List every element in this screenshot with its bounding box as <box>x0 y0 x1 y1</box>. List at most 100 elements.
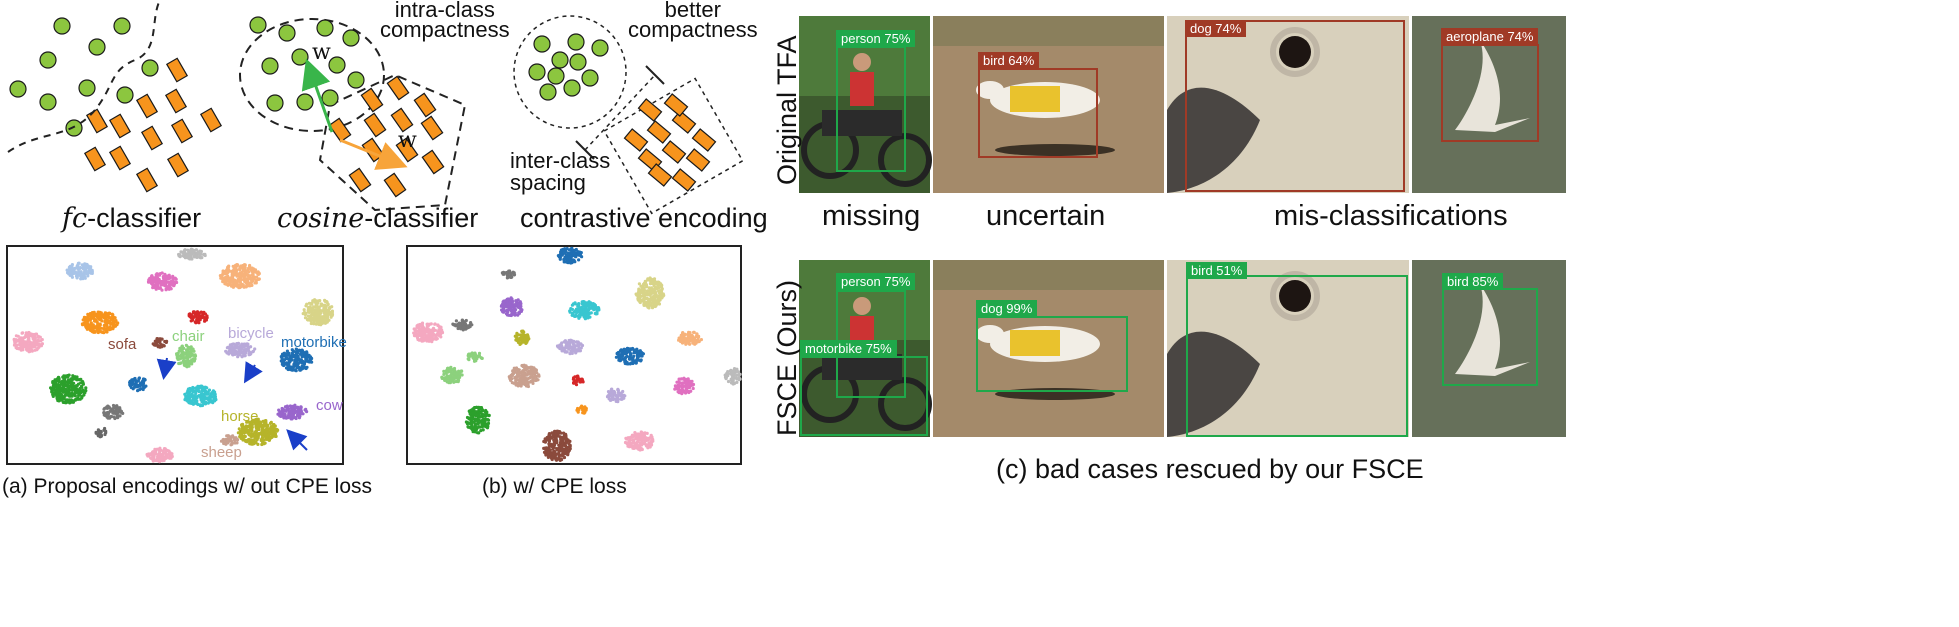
tsne-point <box>180 353 184 357</box>
inter-class-spacing-label: inter-class spacing <box>510 148 611 195</box>
green-point <box>567 33 585 51</box>
tsne-point <box>586 316 590 320</box>
tsne-point <box>264 419 268 423</box>
tsne-cluster <box>623 430 655 452</box>
tsne-point <box>85 264 89 268</box>
tsne-point <box>111 407 115 411</box>
orange-point <box>421 149 445 175</box>
tsne-point <box>108 312 112 316</box>
orange-point <box>663 93 689 117</box>
tsne-point <box>304 407 308 411</box>
tsne-point <box>577 305 581 310</box>
tsne-point <box>78 270 82 274</box>
orange-point <box>646 120 672 144</box>
tsne-point <box>308 310 313 314</box>
tsne-point <box>29 341 33 345</box>
tsne-point <box>559 457 563 461</box>
tsne-point <box>681 340 685 344</box>
tsne-point <box>308 314 312 318</box>
tsne-point <box>582 411 586 415</box>
tsne-point <box>691 382 696 387</box>
tsne-point <box>297 416 301 420</box>
tsne-point <box>635 347 639 351</box>
tsne-point <box>551 447 555 451</box>
tsne-point <box>562 443 567 447</box>
tsne-point <box>96 311 100 315</box>
tsne-point <box>545 449 549 454</box>
tsne-point <box>155 275 159 279</box>
tsne-point <box>691 386 695 391</box>
tsne-point <box>189 401 193 405</box>
tsne-point <box>433 322 437 326</box>
tsne-point <box>735 373 739 377</box>
tsne-point <box>195 255 199 259</box>
tsne-point <box>606 390 611 394</box>
tsne-point <box>695 332 699 336</box>
col-label-missing: missing <box>822 200 921 232</box>
tsne-point <box>103 320 107 324</box>
tsne-point <box>93 319 97 323</box>
tsne-point <box>256 442 260 446</box>
tsne-point <box>463 322 468 326</box>
green-point <box>249 16 267 34</box>
tsne-point <box>90 330 95 334</box>
tsne-point <box>85 271 89 275</box>
tsne-point <box>80 396 84 400</box>
tsne-point <box>582 309 586 313</box>
orange-point <box>413 92 437 118</box>
tsne-point <box>227 269 231 273</box>
tsne-point <box>129 379 134 383</box>
cosine-classifier-schematic <box>239 16 467 212</box>
tsne-cluster <box>65 261 94 281</box>
tsne-point <box>578 313 583 317</box>
tsne-point <box>688 339 692 343</box>
tsne-point <box>324 311 328 315</box>
green-point <box>9 80 27 98</box>
tsne-point <box>295 366 299 370</box>
tsne-point <box>259 438 263 442</box>
tsne-point <box>66 375 70 379</box>
orange-point <box>170 118 194 144</box>
tsne-point <box>183 248 187 252</box>
tsne-point <box>79 273 83 277</box>
tsne-point <box>294 356 298 360</box>
tsne-point <box>198 318 202 322</box>
tsne-cluster <box>49 373 88 405</box>
tsne-point <box>82 315 86 319</box>
tsne-point <box>521 334 525 338</box>
orange-point <box>420 115 444 141</box>
tsne-point <box>637 294 641 298</box>
tsne-point <box>24 331 28 335</box>
tsne-point <box>113 416 117 421</box>
tsne-point <box>573 254 577 258</box>
tsne-point <box>233 345 237 350</box>
tsne-cluster <box>513 329 531 346</box>
tsne-point <box>519 341 523 345</box>
tsne-point <box>609 388 613 392</box>
tsne-point <box>200 385 204 389</box>
tsne-point <box>574 383 579 387</box>
tsne-point <box>512 309 517 314</box>
tsne-point <box>724 375 729 379</box>
tsne-point <box>563 340 568 344</box>
tsne-point <box>620 354 624 358</box>
tsne-cluster <box>224 341 257 359</box>
tsne-point <box>277 408 281 412</box>
tsne-point <box>255 275 259 279</box>
tsne-point <box>300 348 304 352</box>
tsne-point <box>224 349 228 353</box>
tsne-point <box>436 323 440 328</box>
tsne-point <box>12 337 16 341</box>
tsne-point <box>557 449 561 453</box>
tsne-point <box>92 317 96 321</box>
tsne-point <box>77 389 81 393</box>
tsne-point <box>230 343 234 347</box>
tsne-point <box>641 282 646 286</box>
tsne-point <box>615 352 619 356</box>
tsne-point <box>486 421 491 425</box>
tsne-point <box>570 349 574 353</box>
tsne-point <box>641 434 645 438</box>
tsne-point <box>730 370 735 374</box>
tsne-point <box>676 385 680 389</box>
